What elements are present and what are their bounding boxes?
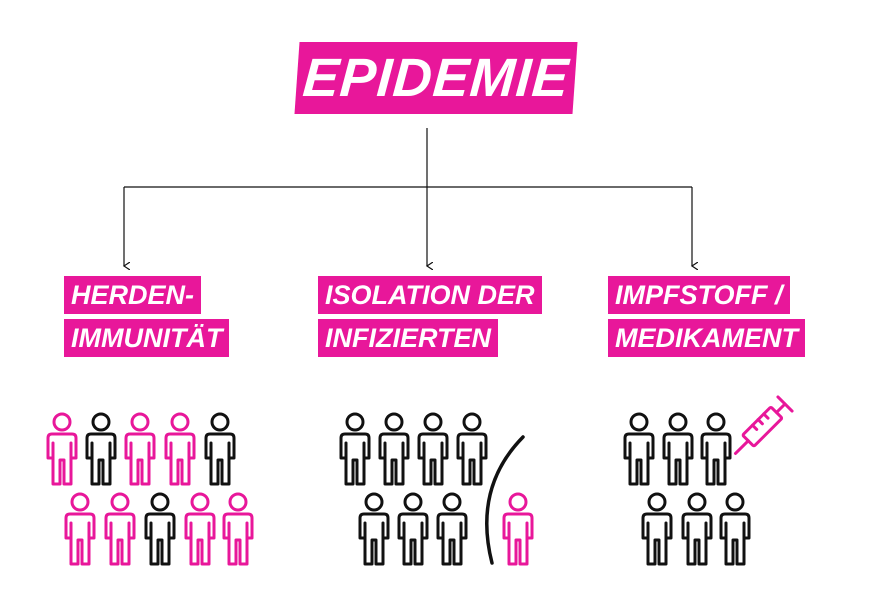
person-icon — [339, 412, 371, 486]
person-icon — [124, 412, 156, 486]
herdenimmunitaet-label-line1: HERDEN- — [64, 276, 202, 314]
person-icon — [222, 492, 254, 566]
person-icon — [700, 412, 732, 486]
person-icon — [719, 492, 751, 566]
person-icon — [85, 412, 117, 486]
connector-lines — [124, 128, 692, 266]
person-icon — [46, 412, 78, 486]
person-icon — [184, 492, 216, 566]
impfstoff-label-line1: IMPFSTOFF / — [608, 276, 790, 314]
isolation-label-line2: INFIZIERTEN — [318, 319, 499, 357]
person-icon — [641, 492, 673, 566]
impfstoff-label-line2: MEDIKAMENT — [608, 319, 805, 357]
person-icon — [64, 492, 96, 566]
isolation-label-line1: ISOLATION DER — [318, 276, 542, 314]
person-icon — [623, 412, 655, 486]
barrier-arc — [485, 435, 525, 565]
syringe-icon — [734, 395, 794, 455]
person-icon — [436, 492, 468, 566]
person-icon — [417, 412, 449, 486]
person-icon — [502, 492, 534, 566]
person-icon — [397, 492, 429, 566]
person-icon — [681, 492, 713, 566]
person-icon — [378, 412, 410, 486]
person-icon — [358, 492, 390, 566]
person-icon — [164, 412, 196, 486]
person-icon — [662, 412, 694, 486]
person-icon — [204, 412, 236, 486]
person-icon — [456, 412, 488, 486]
herdenimmunitaet-label-line2: IMMUNITÄT — [64, 319, 230, 357]
people-layer — [46, 412, 751, 566]
person-icon — [144, 492, 176, 566]
person-icon — [104, 492, 136, 566]
